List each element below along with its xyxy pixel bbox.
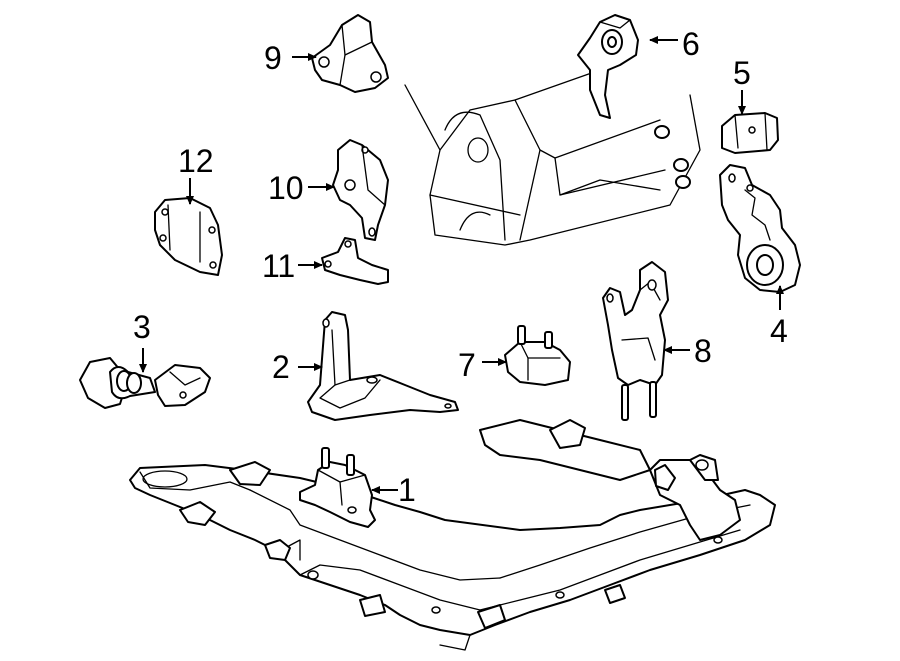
callout-9: 9 xyxy=(264,40,282,76)
engine-cradle-subframe xyxy=(129,419,776,651)
part-11-bracket xyxy=(321,237,389,285)
part-6-upper-mount xyxy=(577,14,639,119)
part-12-shield-plate xyxy=(154,197,223,276)
callout-2: 2 xyxy=(272,349,290,385)
part-7-mount xyxy=(504,325,571,386)
part-4-transmission-mount xyxy=(719,164,801,293)
callout-8: 8 xyxy=(694,333,712,369)
part-9-bracket xyxy=(311,14,389,93)
callout-4: 4 xyxy=(770,313,788,349)
part-8-mount-bracket xyxy=(602,261,669,421)
engine-block xyxy=(404,69,701,246)
callout-10: 10 xyxy=(268,170,304,206)
part-5-bracket xyxy=(721,112,779,154)
callout-6: 6 xyxy=(682,26,700,62)
callout-3: 3 xyxy=(133,309,151,345)
callout-11: 11 xyxy=(262,248,295,284)
part-2-mount-bracket xyxy=(307,311,459,421)
callout-7: 7 xyxy=(458,347,476,383)
part-10-bracket xyxy=(332,139,389,241)
callout-5: 5 xyxy=(733,55,751,91)
part-3-torque-strut xyxy=(79,357,211,409)
callout-arrows xyxy=(139,36,784,494)
callout-12: 12 xyxy=(178,143,214,179)
callout-1: 1 xyxy=(398,472,416,508)
callout-labels: 1 2 3 4 5 6 7 8 9 10 11 12 xyxy=(133,26,788,508)
part-1-engine-mount xyxy=(299,447,376,528)
